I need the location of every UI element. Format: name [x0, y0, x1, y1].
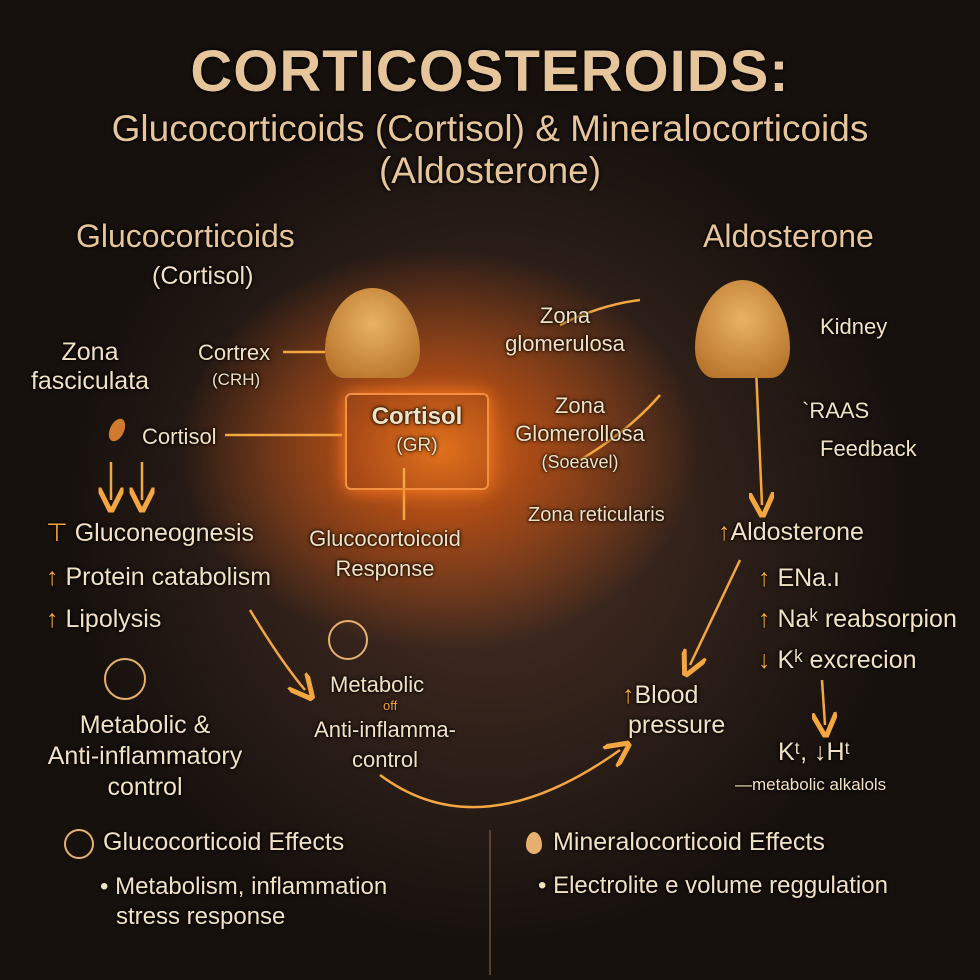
effect-text: Lipolysis: [65, 605, 162, 633]
alkalosis-label: —metabolic alkalols: [735, 775, 887, 794]
raas-label: `RAAS: [802, 398, 870, 423]
zg-line: (Soeavel): [541, 452, 619, 472]
ions-label: Kᵗ, ↓Hᵗ: [778, 738, 851, 766]
subtitle-line2: (Aldosterone): [378, 150, 602, 191]
arrow-up-icon: ↑: [718, 518, 731, 546]
person-icon: [328, 620, 368, 660]
zg-line: Glomerollosa: [515, 421, 645, 446]
gluco-heading-sub: (Cortisol): [152, 262, 254, 290]
effect-item: ↓ Kᵏ excrecion: [758, 646, 917, 675]
effect-text: Kᵏ excrecion: [777, 646, 917, 674]
arrow-up-icon: ↑: [46, 563, 59, 591]
off-label: off: [383, 698, 398, 713]
effect-text: Gluconeognesis: [74, 519, 255, 547]
zone-line: Zona: [61, 338, 119, 366]
metabolic-control: Metabolic & Anti-inflammatory control: [30, 710, 260, 803]
arrow-up-icon: ↑: [46, 605, 59, 633]
effect-text: ENa.ı: [777, 564, 840, 592]
gluco-heading: Glucocorticoids: [76, 218, 295, 254]
control-line: Metabolic &: [79, 711, 211, 739]
zg-line: Zona: [539, 303, 591, 328]
subtitle-line1: Glucocorticoids (Cortisol) & Mineralocor…: [111, 108, 869, 149]
droplet-icon: [526, 832, 542, 854]
control-line: control: [107, 773, 183, 801]
effect-text: Protein catabolism: [65, 563, 272, 591]
cortisol-box-title: Cortisol: [371, 403, 463, 430]
zone-line: fasciculata: [30, 367, 150, 395]
mineral-effects-bullet: • Electrolite e volume reggulation: [538, 872, 888, 899]
bp-line: Blood: [634, 681, 699, 709]
gluco-effects-icon: [64, 829, 94, 859]
cortisol-label: Cortisol: [142, 424, 217, 449]
arrow-icon: ⊤: [46, 519, 68, 547]
bullet-text: stress response: [116, 903, 286, 930]
zg-line: Zona: [554, 393, 606, 418]
page-title: CORTICOSTEROIDS:: [190, 39, 790, 104]
aldo-text: Aldosterone: [730, 518, 864, 546]
anti-inflammatory-control: Anti-inflamma-control: [285, 715, 485, 775]
effect-item: ⊤ Gluconeognesis: [46, 518, 254, 548]
bullet-text: Metabolism, inflammation: [115, 873, 388, 900]
aldosterone-increase: ↑Aldosterone: [718, 518, 864, 547]
zg-line: glomerulosa: [505, 331, 625, 356]
metabolic-label: Metabolic: [330, 672, 425, 697]
zona-glomerulosa-top: Zona glomerulosa: [490, 302, 640, 358]
kidney-label: Kidney: [820, 314, 888, 339]
response-line: Response: [335, 556, 435, 581]
zona-reticularis: Zona reticularis: [528, 504, 665, 526]
effect-item: ↑ ENa.ı: [758, 564, 840, 593]
gluco-effects-title: Glucocorticoid Effects: [103, 828, 345, 856]
arrow-up-icon: ↑: [758, 605, 771, 633]
anti-line: Anti-inflamma-: [314, 717, 456, 742]
effect-text: Naᵏ reabsorpion: [777, 605, 957, 633]
anti-line: control: [351, 747, 419, 772]
cortisol-box: [345, 393, 489, 490]
control-line: Anti-inflammatory: [47, 742, 243, 770]
response-line: Glucocortoicoid: [309, 526, 461, 551]
bp-line: pressure: [628, 711, 726, 739]
person-icon: [104, 658, 146, 700]
cortisol-box-sub: (GR): [396, 435, 438, 456]
arrow-down-icon: ↓: [758, 646, 771, 674]
mineral-effects-title: Mineralocorticoid Effects: [553, 828, 825, 856]
cortrex-label: Cortrex: [198, 340, 271, 365]
effect-item: ↑ Naᵏ reabsorpion: [758, 605, 957, 634]
arrow-up-icon: ↑: [758, 564, 771, 592]
feedback-label: Feedback: [820, 436, 917, 461]
effect-item: ↑ Lipolysis: [46, 605, 161, 634]
effect-item: ↑ Protein catabolism: [46, 563, 271, 592]
aldosterone-heading: Aldosterone: [703, 218, 874, 254]
arrow-up-icon: ↑: [622, 681, 635, 709]
bullet-text: Electrolite e volume reggulation: [553, 872, 888, 899]
crh-label: (CRH): [212, 370, 261, 389]
